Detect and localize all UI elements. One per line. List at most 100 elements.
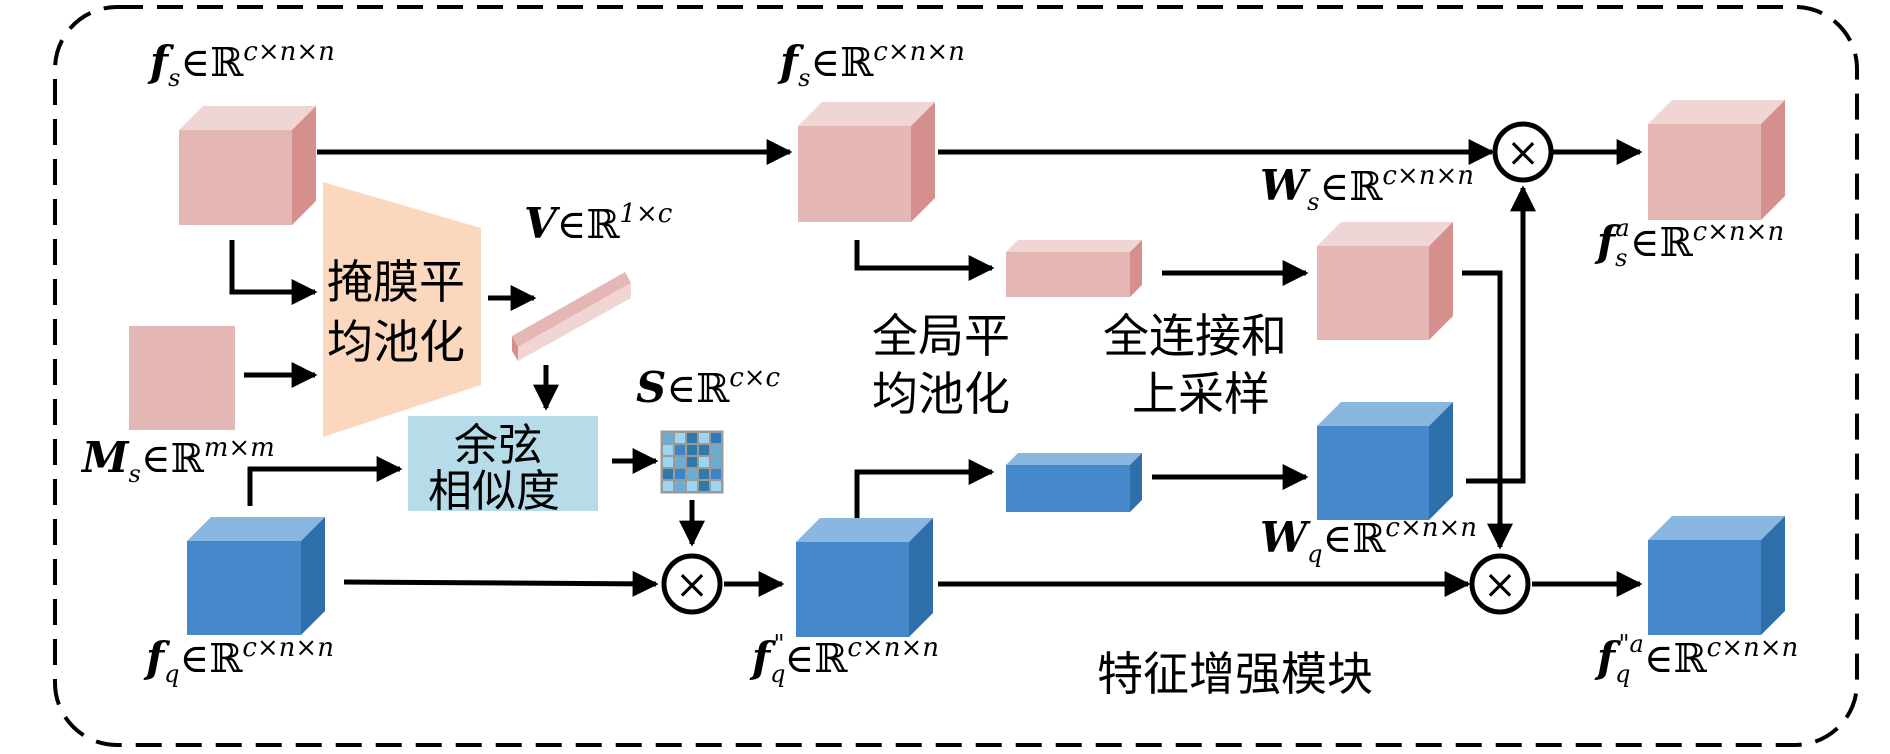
cube-front-face — [1317, 426, 1429, 520]
matrix-cell — [711, 481, 721, 491]
matrix-cell — [687, 433, 697, 443]
matrix-cell — [687, 457, 697, 467]
cube-side-face — [292, 106, 316, 225]
cube-fs-input — [179, 106, 316, 225]
matrix-cell — [675, 481, 685, 491]
cube-global-pool-s — [1006, 240, 1142, 297]
label-fs-copy: fs∈ℝc×n×n — [777, 37, 965, 92]
matrix-cell — [663, 469, 673, 479]
mask-pooling-label-line1: 掩膜平 — [327, 255, 465, 309]
cube-side-face — [1761, 100, 1785, 220]
label-fs-input: fs∈ℝc×n×n — [147, 37, 335, 92]
matrix-cell — [699, 457, 709, 467]
arrow-fq-pp-to-global-pool — [854, 459, 995, 518]
label-fq-pp: fq"∈ℝc×n×n — [749, 630, 939, 688]
arrow-wq-to-multiply-top — [1466, 185, 1536, 484]
cube-side-face — [1429, 222, 1453, 340]
label-fq: fq∈ℝc×n×n — [143, 633, 334, 688]
matrix-cell — [663, 433, 673, 443]
matrix-cell — [699, 469, 709, 479]
matrix-cell — [687, 445, 697, 455]
fc-upsample-label-line2: 上采样 — [1132, 367, 1270, 421]
matrix-cell — [699, 433, 709, 443]
cube-fs-copy — [798, 102, 935, 222]
svg-text:×: × — [1506, 130, 1540, 176]
cube-top-face — [1006, 453, 1142, 465]
svg-text:×: × — [675, 562, 709, 608]
cube-front-face — [1006, 465, 1130, 512]
cube-top-face — [1648, 100, 1785, 124]
matrix-cell — [711, 433, 721, 443]
similarity-matrix-s — [660, 430, 724, 494]
arrow-fs-copy-to-global-pool — [854, 240, 995, 281]
cube-side-face — [1761, 516, 1785, 635]
module-border — [53, 5, 1859, 747]
global-pooling-label-line1: 全局平 — [872, 309, 1010, 363]
cube-top-face — [1317, 222, 1453, 246]
cube-front-face — [1317, 246, 1429, 340]
label-V: V∈ℝ1×c — [524, 199, 673, 248]
arrow-ws-to-multiply-bottom — [1462, 270, 1513, 550]
cube-top-face — [796, 518, 933, 542]
cube-top-face — [1006, 240, 1142, 252]
svg-text:×: × — [1483, 562, 1517, 608]
matrix-cell — [663, 481, 673, 491]
global-pooling-label-line2: 均池化 — [872, 367, 1010, 421]
matrix-cell — [675, 457, 685, 467]
module-title: 特征增强模块 — [1097, 647, 1373, 701]
multiply-operator-middle: × — [661, 553, 723, 615]
arrow-fs-to-mask-pooling — [229, 240, 318, 305]
matrix-cell — [675, 433, 685, 443]
cube-front-face — [1006, 252, 1130, 297]
cube-global-pool-q — [1006, 453, 1142, 512]
mask-ms-square — [129, 326, 235, 430]
cube-fq-pp — [796, 518, 933, 637]
cube-side-face — [909, 518, 933, 637]
cube-front-face — [179, 130, 292, 225]
matrix-cell — [663, 457, 673, 467]
cube-side-face — [1130, 240, 1142, 297]
multiply-operator-top: × — [1492, 121, 1554, 183]
cube-front-face — [796, 542, 909, 637]
matrix-cell — [687, 469, 697, 479]
cosine-similarity-label-line1: 余弦 — [454, 420, 542, 471]
cube-side-face — [301, 517, 325, 635]
cube-top-face — [187, 517, 325, 541]
matrix-cell — [675, 469, 685, 479]
arrow-fq-to-multiply-mid — [343, 570, 659, 597]
arrow-fq-to-cosine — [247, 456, 403, 506]
label-fqa: fq"a∈ℝc×n×n — [1594, 630, 1798, 688]
matrix-cell — [687, 481, 697, 491]
matrix-cell — [699, 481, 709, 491]
cube-top-face — [179, 106, 316, 130]
cube-front-face — [187, 541, 301, 635]
cube-fsa-output — [1648, 100, 1785, 220]
multiply-operator-bottom: × — [1469, 553, 1531, 615]
cube-side-face — [1429, 402, 1453, 520]
cube-side-face — [1130, 453, 1142, 512]
cube-fqa-output — [1648, 516, 1785, 635]
matrix-cell — [663, 445, 673, 455]
matrix-cell — [675, 445, 685, 455]
vector-v-bar — [512, 272, 631, 361]
cosine-similarity-block — [408, 416, 598, 511]
cube-fq-input — [187, 517, 325, 635]
label-Ms: Ms∈ℝm×m — [80, 433, 275, 488]
label-fsa: fsa∈ℝc×n×n — [1594, 214, 1784, 272]
cube-wq — [1317, 402, 1453, 520]
matrix-cell — [711, 445, 721, 455]
cube-side-face — [911, 102, 935, 222]
fc-upsample-label-line1: 全连接和 — [1103, 309, 1287, 363]
label-Ws: Ws∈ℝc×n×n — [1260, 161, 1474, 216]
cosine-similarity-label-line2: 相似度 — [428, 466, 560, 517]
cube-top-face — [1648, 516, 1785, 540]
matrix-cell — [699, 445, 709, 455]
matrix-cell — [711, 469, 721, 479]
mask-pooling-label-line2: 均池化 — [327, 315, 465, 369]
cube-front-face — [798, 126, 911, 222]
cube-front-face — [1648, 540, 1761, 635]
label-S: S∈ℝc×c — [636, 363, 781, 412]
cube-top-face — [798, 102, 935, 126]
mask-pooling-block — [323, 182, 481, 437]
